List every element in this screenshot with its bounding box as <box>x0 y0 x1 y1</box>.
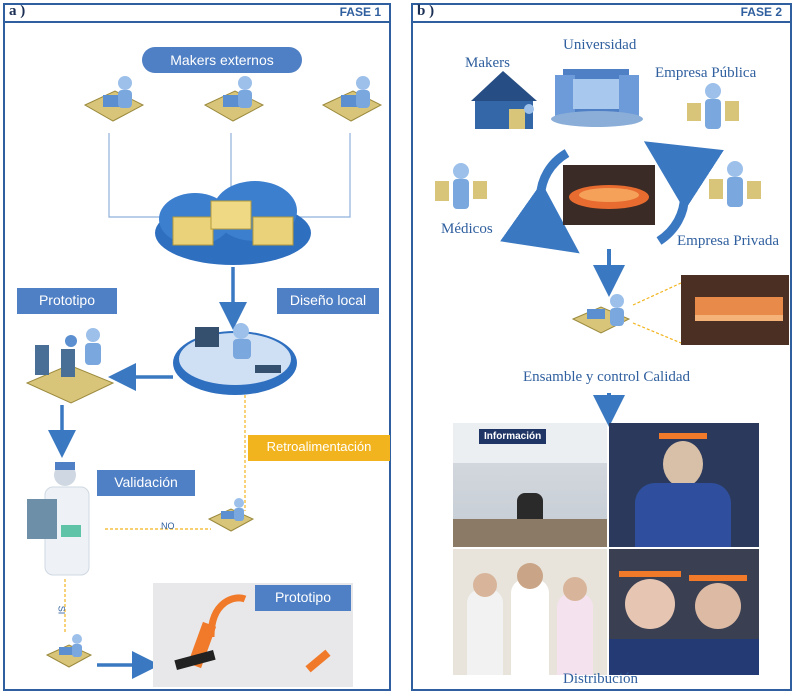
no-decision-label: NO <box>161 521 175 531</box>
panel-b-letter: b ) <box>417 3 435 19</box>
validation-doctor-icon <box>27 462 90 576</box>
makers-house-icon <box>471 71 537 129</box>
universidad-building-icon <box>551 69 643 127</box>
prototipo-label: Prototipo <box>17 288 117 314</box>
panel-a-fase-title: FASE 1 <box>339 5 381 19</box>
distribution-photo-medical-staff <box>453 549 607 675</box>
retroalimentacion-label: Retroalimentación <box>248 435 390 461</box>
empresa-privada-label: Empresa Privada <box>677 233 780 249</box>
makers-connector-lines <box>108 133 351 218</box>
distribution-photo-face-shields <box>609 549 759 675</box>
panel-b-diagram <box>435 69 789 427</box>
cycle-arrow-left <box>500 149 580 254</box>
si-decision-label: SI <box>56 605 67 615</box>
feedback-workstation-icon <box>207 498 255 532</box>
3d-printer-photo <box>563 165 655 225</box>
panel-a-diagram <box>25 76 383 687</box>
diseno-local-label: Diseño local <box>277 288 379 314</box>
face-shield-prototype-photo <box>153 583 353 687</box>
medicos-person-icon <box>435 163 487 209</box>
distribucion-label: Distribución <box>563 671 638 687</box>
empresa-publica-label: Empresa Pública <box>655 65 757 81</box>
empresa-publica-person-icon <box>687 83 739 129</box>
universidad-label: Universidad <box>563 37 637 53</box>
cycle-arrow-right <box>643 141 724 245</box>
panel-a-header: a ) FASE 1 <box>5 3 389 23</box>
makers-label: Makers <box>465 55 510 71</box>
panel-b-header: b ) FASE 2 <box>413 3 790 23</box>
empresa-privada-person-icon <box>709 161 761 207</box>
medicos-label: Médicos <box>441 221 493 237</box>
panel-fase-1: a ) FASE 1 <box>3 3 391 691</box>
prototype-printer-icon <box>25 328 115 404</box>
prototipo-final-label: Prototipo <box>255 585 351 611</box>
panel-fase-2: b ) FASE 2 <box>411 3 792 691</box>
quality-control-photo <box>681 275 789 345</box>
maker-workstation-icon <box>203 76 265 122</box>
final-maker-workstation-icon <box>45 634 93 668</box>
panel-a-letter: a ) <box>9 3 26 19</box>
validacion-label: Validación <box>97 470 195 496</box>
distribution-photo-doctor-face-shield <box>609 423 759 547</box>
maker-workstation-icon <box>321 76 383 122</box>
feedback-loop-line <box>105 395 246 530</box>
ensamble-control-calidad-label: Ensamble y control Calidad <box>523 369 691 385</box>
makers-externos-label: Makers externos <box>142 47 302 73</box>
informacion-sign: Información <box>479 429 547 444</box>
inspection-connector-lines <box>632 282 682 344</box>
maker-workstation-icon <box>83 76 145 122</box>
cloud-folders-icon <box>155 181 311 265</box>
local-design-workstation-icon <box>173 323 297 395</box>
panel-b-fase-title: FASE 2 <box>740 5 782 19</box>
assembly-worker-icon <box>571 294 631 334</box>
